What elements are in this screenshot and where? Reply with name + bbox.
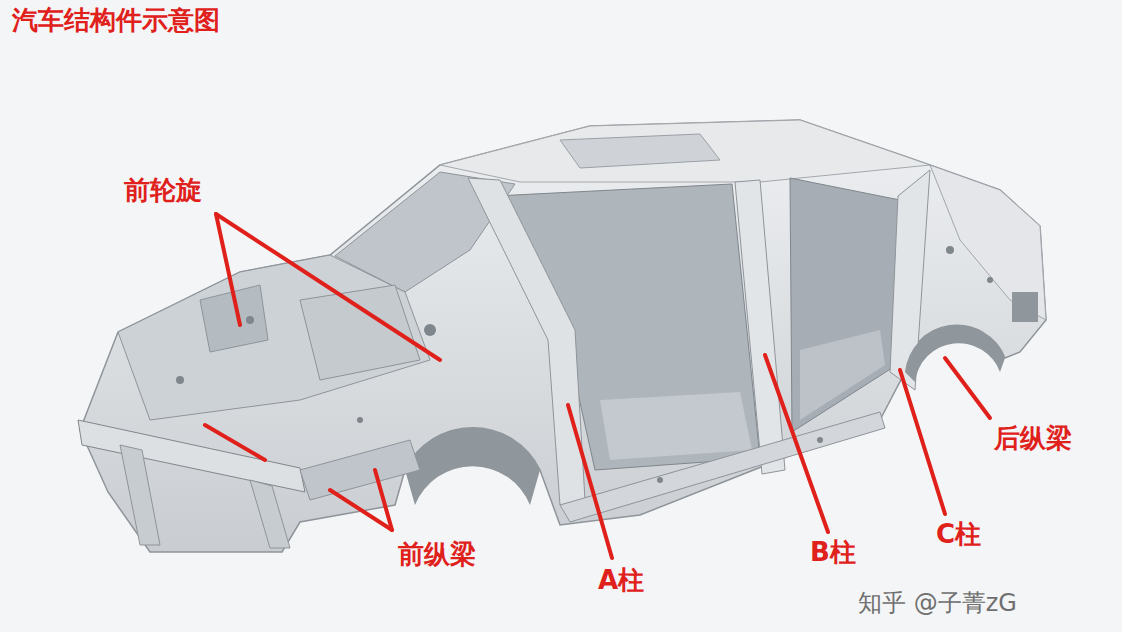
front-rail (300, 440, 420, 500)
part-label: B柱 (810, 538, 856, 568)
sunroof-opening (560, 134, 720, 168)
front-wheelhouse-right (300, 285, 420, 380)
tail-opening (1012, 292, 1038, 322)
part-label: 后纵梁 (994, 424, 1072, 454)
bumper-beam (78, 420, 305, 492)
part-label: C柱 (936, 520, 981, 550)
rear-floor-panel (800, 330, 885, 420)
roof-panel (440, 120, 930, 182)
front-structure (118, 255, 430, 420)
floor-panel (600, 392, 752, 460)
diagram-title: 汽车结构件示意图 (12, 6, 220, 36)
watermark: 知乎 @子菁zG (858, 590, 1017, 618)
side-sill (560, 412, 885, 522)
front-frame-post (250, 480, 290, 548)
part-label: A柱 (598, 566, 644, 596)
leader-lines (205, 214, 990, 558)
rear-door-opening (790, 178, 900, 432)
front-frame-post (120, 445, 160, 545)
front-wheel-arch (405, 428, 540, 505)
b-pillar (735, 180, 785, 474)
body-shell (80, 120, 1046, 552)
front-door-opening (495, 184, 760, 470)
part-label: 前轮旋 (124, 176, 202, 206)
body-holes (176, 246, 993, 483)
part-label: 前纵梁 (398, 540, 476, 570)
